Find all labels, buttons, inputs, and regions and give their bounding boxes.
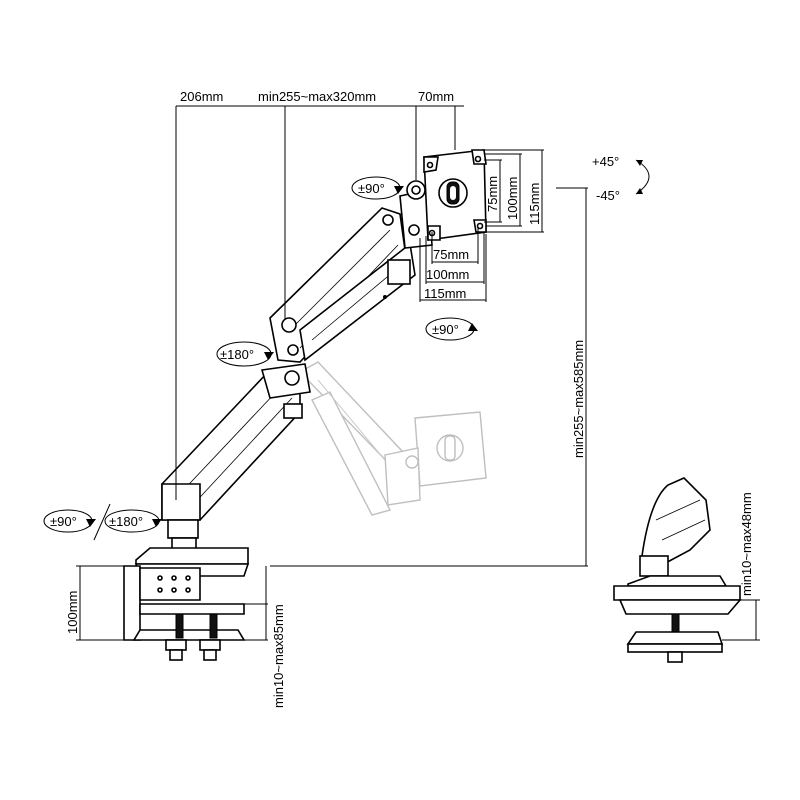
upper-arm-clip — [387, 259, 411, 285]
dim-vesa-75-h: 75mm — [485, 176, 500, 212]
tilt-up-label: +45° — [592, 154, 619, 169]
dim-offset-70: 70mm — [418, 89, 454, 104]
base-swivel-alt-badge: ±180° — [104, 509, 162, 533]
ghost-arm-position — [298, 361, 487, 516]
head-swivel-badge: ±90° — [351, 176, 404, 200]
lower-arm-clip — [283, 403, 303, 419]
clamp-dimension-lines — [76, 565, 268, 641]
vesa-plate — [423, 149, 487, 241]
or-divider — [93, 503, 111, 541]
dim-vesa-100-w: 100mm — [426, 267, 469, 282]
dim-vesa-75-w: 75mm — [433, 247, 469, 262]
svg-text:±180°: ±180° — [109, 514, 143, 529]
dim-height-range: min255~max585mm — [571, 340, 586, 458]
dim-vesa-100-h: 100mm — [505, 177, 520, 220]
dim-vesa-115-h: 115mm — [527, 183, 542, 225]
svg-text:±180°: ±180° — [220, 347, 254, 362]
circular-arrow-icon — [216, 341, 274, 367]
desk-clamp — [123, 547, 250, 661]
top-dimension-lines — [175, 105, 464, 500]
height-dimension-lines — [270, 187, 588, 567]
svg-text:±90°: ±90° — [358, 181, 385, 196]
main-arm — [161, 180, 433, 551]
circular-arrow-icon — [351, 176, 404, 200]
svg-text:±90°: ±90° — [432, 322, 459, 337]
dim-grommet-range: min10~max48mm — [739, 492, 754, 596]
circular-arrow-icon — [43, 509, 96, 533]
tilt-down-label: -45° — [596, 188, 620, 203]
base-swivel-badge: ±90° — [43, 509, 96, 533]
dim-reach-206: 206mm — [180, 89, 223, 104]
dim-clamp-height: 100mm — [65, 591, 80, 634]
dim-vesa-115-w: 115mm — [424, 286, 466, 301]
dim-clamp-range: min10~max85mm — [271, 604, 286, 708]
circular-arrow-icon — [425, 317, 478, 341]
dim-arm-range: min255~max320mm — [258, 89, 376, 104]
head-rotate-badge: ±90° — [425, 317, 478, 341]
svg-text:±90°: ±90° — [50, 514, 77, 529]
grommet-dimension-lines — [722, 599, 760, 641]
vesa-dimension-lines — [419, 149, 544, 302]
circular-arrow-icon — [104, 509, 162, 533]
grommet-mount-detail — [613, 477, 742, 663]
elbow-swivel-badge: ±180° — [216, 341, 274, 367]
curved-arrow-icon — [635, 159, 650, 195]
